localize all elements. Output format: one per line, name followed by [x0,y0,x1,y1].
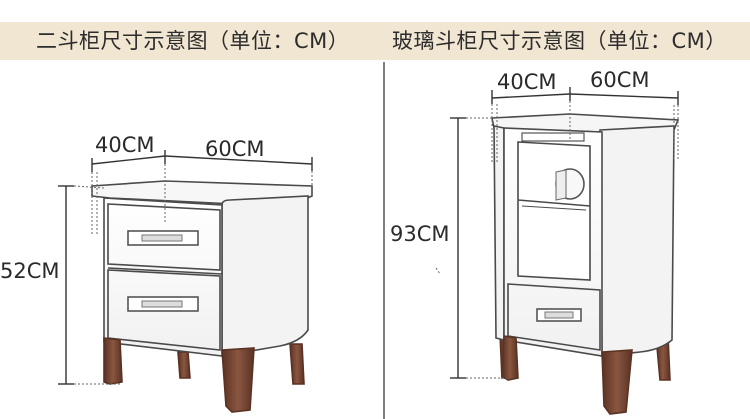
header-band [0,22,750,60]
left-width-label: 60CM [205,137,265,161]
right-glass-shelf [517,199,591,207]
left-front-leg-2 [221,347,255,413]
right-drawer [507,283,601,351]
left-dimension-lines [58,150,313,385]
left-front-panel [103,197,223,357]
right-glass-door [517,141,591,281]
left-back-leg-2 [289,343,305,385]
right-depth-label: 40CM [497,70,557,94]
left-drawer-bottom [107,269,221,351]
right-guide-dots [435,101,679,379]
right-side-panel [599,125,675,357]
left-height-label: 52CM [0,259,60,283]
left-front-leg-1 [103,337,123,385]
left-depth-label: 40CM [95,133,155,157]
right-front-leg-2 [601,349,633,415]
left-drawer-top [107,203,221,271]
left-side-panel [221,195,309,357]
right-width-label: 60CM [590,68,650,92]
left-diagram-title: 二斗柜尺寸示意图（单位：CM） [36,29,350,53]
left-cabinet [91,180,313,413]
right-front-leg-1 [501,335,519,381]
left-drawer-divider [107,267,223,275]
right-top-handle [521,132,585,142]
left-back-leg-1 [177,351,191,379]
right-dimension-lines [450,87,679,379]
left-guide-dots [73,164,313,385]
right-height-label: 93CM [390,222,450,246]
right-diagram-title: 玻璃斗柜尺寸示意图（单位：CM） [392,29,727,53]
right-cabinet [491,113,680,415]
